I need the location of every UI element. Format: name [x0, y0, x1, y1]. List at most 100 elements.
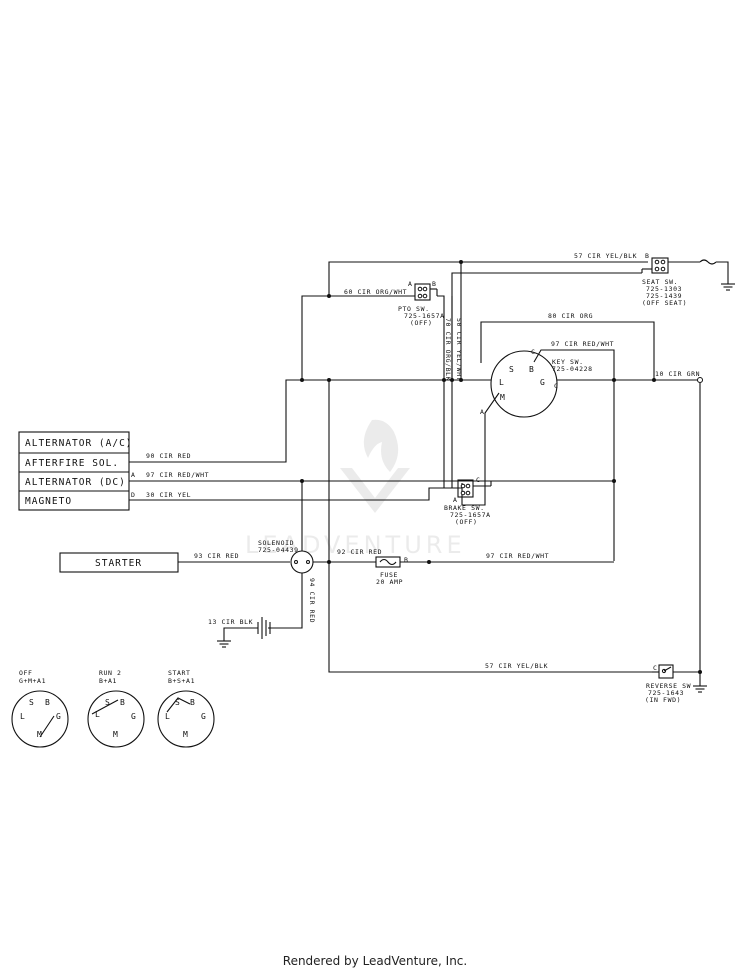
- svg-text:S: S: [105, 698, 110, 707]
- ground-seat: [721, 283, 735, 291]
- wire-key-m: [461, 392, 500, 506]
- svg-text:B: B: [45, 698, 50, 707]
- component-afterfire: AFTERFIRE SOL.: [25, 458, 119, 469]
- label-brake-state: (OFF): [455, 518, 478, 526]
- label-pin-a: A: [131, 471, 136, 479]
- svg-text:S: S: [175, 698, 180, 707]
- seat-switch: [641, 257, 669, 274]
- svg-text:G: G: [201, 712, 206, 721]
- label-60: 60 CIR ORG/WHT: [344, 288, 407, 296]
- label-30: 30 CIR YEL: [146, 491, 191, 499]
- label-brake-part: 725-1657A: [450, 511, 491, 519]
- label-brake-sw: BRAKE SW.: [444, 504, 485, 512]
- ground-battery: [217, 640, 231, 648]
- pto-switch: [414, 283, 438, 301]
- junction-dot: [327, 294, 331, 298]
- label-solenoid: SOLENOID: [258, 539, 294, 547]
- position-title: OFF: [19, 669, 33, 677]
- component-magneto: MAGNETO: [25, 496, 72, 507]
- wire-94: [268, 573, 303, 629]
- component-starter: STARTER: [95, 558, 142, 569]
- svg-text:M: M: [183, 730, 188, 739]
- component-alternator-dc: ALTERNATOR (DC): [25, 477, 126, 488]
- label-fuse-b: B: [404, 556, 409, 564]
- svg-text:L: L: [95, 710, 100, 719]
- svg-text:S: S: [29, 698, 34, 707]
- svg-text:LEADVENTURE: LEADVENTURE: [245, 531, 466, 559]
- wire-90: [129, 379, 302, 463]
- label-seat-sw: SEAT SW.: [642, 278, 678, 286]
- label-solenoid-part: 725-04439: [258, 546, 299, 554]
- label-seat-part2: 725-1439: [646, 292, 682, 300]
- wire-13: [223, 627, 258, 641]
- key-switch: [490, 350, 558, 418]
- label-pin-d: D: [131, 491, 136, 499]
- junction-dot: [427, 560, 431, 564]
- position-title: START: [168, 669, 191, 677]
- junction-dot: [459, 378, 463, 382]
- label-80: 80 CIR ORG: [548, 312, 593, 320]
- junction-dot: [442, 378, 446, 382]
- label-pto-part: 725-1657A: [404, 312, 445, 320]
- label-50: 50 CIR YEL/WHT: [455, 318, 463, 381]
- label-90: 90 CIR RED: [146, 452, 191, 460]
- label-rev-part: 725-1643: [648, 689, 684, 697]
- wire-60: [301, 295, 445, 488]
- svg-text:B: B: [190, 698, 195, 707]
- label-key-c2: C: [554, 382, 559, 390]
- label-97-bot: 97 CIR RED/WHT: [486, 552, 549, 560]
- terminal: [697, 377, 703, 383]
- label-94: 94 CIR RED: [308, 578, 316, 623]
- position-combo: G+M+A1: [19, 677, 46, 685]
- label-seat-b: B: [645, 252, 650, 260]
- label-key-part: 725-04228: [552, 365, 593, 373]
- label-brake-c: C: [476, 476, 481, 484]
- junction-dot: [612, 479, 616, 483]
- svg-text:L: L: [165, 712, 170, 721]
- label-fuse-amp: 20 AMP: [376, 578, 403, 586]
- label-key-m: M: [500, 393, 505, 402]
- label-rev-sw: REVERSE SW: [646, 682, 691, 690]
- label-pto-a: A: [408, 280, 413, 288]
- junction-dot: [612, 378, 616, 382]
- position-start: START B+S+A1 S B L G M: [157, 669, 215, 748]
- svg-text:G: G: [56, 712, 61, 721]
- wire-97-key: [533, 349, 615, 561]
- label-10: 10 CIR GRN: [655, 370, 700, 378]
- svg-text:M: M: [37, 730, 42, 739]
- label-key-l: L: [499, 378, 504, 387]
- label-57-bot: 57 CIR YEL/BLK: [485, 662, 548, 670]
- component-block: [18, 431, 130, 511]
- wire-57-top: [328, 259, 729, 296]
- label-13: 13 CIR BLK: [208, 618, 253, 626]
- position-run: RUN 2 B+A1 S B L G M: [87, 669, 145, 748]
- svg-text:B: B: [120, 698, 125, 707]
- label-fuse: FUSE: [380, 571, 398, 579]
- label-key-s: S: [509, 365, 514, 374]
- label-key-b: B: [529, 365, 534, 374]
- junction-dot: [652, 378, 656, 382]
- label-57-top: 57 CIR YEL/BLK: [574, 252, 637, 260]
- label-key-sw: KEY SW.: [552, 358, 584, 366]
- label-93: 93 CIR RED: [194, 552, 239, 560]
- brake-switch: [457, 479, 492, 498]
- label-brake-a: A: [453, 496, 458, 504]
- label-97-key: 97 CIR RED/WHT: [551, 340, 614, 348]
- label-key-g: G: [540, 378, 545, 387]
- label-seat-part1: 725-1303: [646, 285, 682, 293]
- label-rev-state: (IN FWD): [645, 696, 681, 704]
- label-92: 92 CIR RED: [337, 548, 382, 556]
- component-alternator-ac: ALTERNATOR (A/C): [25, 438, 133, 449]
- label-70: 70 CIR ORG/BLK: [444, 318, 452, 381]
- ground-reverse: [693, 685, 707, 693]
- svg-text:L: L: [20, 712, 25, 721]
- label-rev-c: C: [653, 664, 658, 672]
- label-key-c1: C: [531, 348, 536, 356]
- wire-57-bot-vert: [328, 380, 652, 673]
- label-pto-b: B: [432, 280, 437, 288]
- reverse-switch: [652, 664, 700, 679]
- label-key-a: A: [480, 408, 485, 416]
- position-off: OFF G+M+A1 S B L G M: [11, 669, 69, 748]
- wire-80: [480, 321, 655, 380]
